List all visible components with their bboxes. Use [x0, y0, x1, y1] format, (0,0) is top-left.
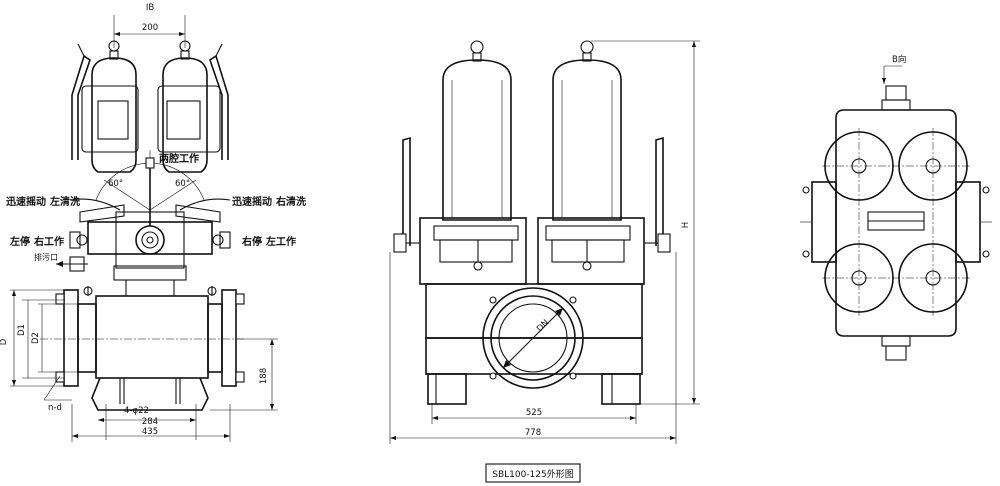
dim-200-label: 200 [142, 23, 158, 33]
drawing-caption: SBL100-125外形图 [485, 463, 581, 483]
view-b-plan: B向 [800, 54, 992, 361]
dim-dn-label: DN [535, 318, 551, 334]
label-drain: 排污口 [34, 252, 58, 262]
label-left-stop: 左停 [9, 235, 30, 248]
dim-h-label: H [681, 222, 691, 228]
side-elevation-view: IB 200 60° 60° [0, 3, 306, 442]
label-left-clean: 左清洗 [49, 195, 80, 208]
angle-left-label: 60° [108, 179, 123, 189]
label-left-work: 左工作 [265, 235, 296, 248]
dim-d1-label: D1 [17, 324, 27, 336]
dim-ib-label: IB [146, 3, 155, 13]
label-right-clean: 右清洗 [275, 195, 306, 208]
dim-284-label: 284 [142, 417, 158, 427]
dim-188-label: 188 [259, 368, 269, 384]
dim-d2-label: D2 [31, 332, 41, 344]
dim-d-label: D [0, 338, 9, 345]
dim-holes-label: 4-φ22 [124, 406, 149, 416]
label-both-work: 两腔工作 [159, 152, 199, 165]
front-elevation-view: DN H 525 778 [389, 40, 700, 444]
label-right-shake: 迅速摇动 [232, 195, 272, 208]
label-left-shake: 迅速摇动 [6, 195, 46, 208]
dim-778-label: 778 [525, 428, 541, 438]
dim-nd-label: n-d [48, 403, 62, 413]
dim-525-label: 525 [526, 408, 542, 418]
view-b-label: B向 [892, 54, 906, 65]
caption-text: SBL100-125外形图 [492, 468, 574, 480]
label-right-stop: 右停 [241, 235, 262, 248]
label-right-work: 右工作 [33, 235, 64, 248]
angle-right-label: 60° [175, 179, 190, 189]
dim-435-label: 435 [142, 427, 158, 437]
